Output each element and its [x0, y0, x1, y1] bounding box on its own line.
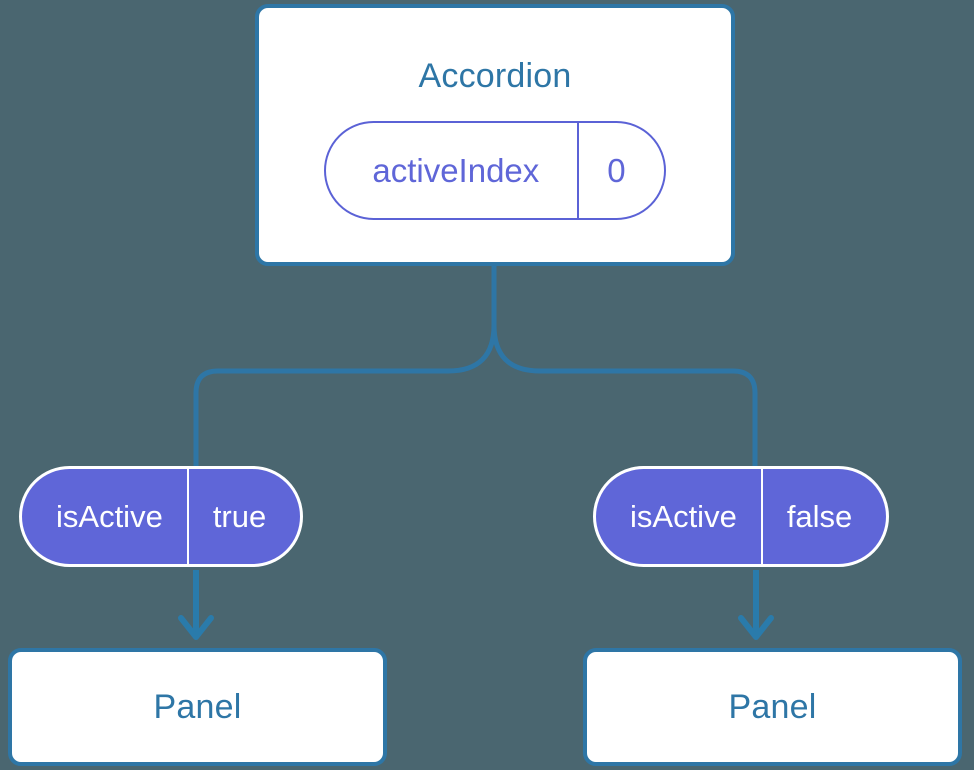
- state-pill-active-index[interactable]: activeIndex 0: [324, 121, 666, 220]
- state-pill-key: activeIndex: [326, 123, 580, 218]
- component-title: Accordion: [418, 57, 572, 95]
- prop-pill-value: false: [786, 499, 853, 534]
- component-node-panel-right[interactable]: Panel: [583, 648, 962, 766]
- branch-connector-path: [193, 263, 497, 469]
- prop-pill-value: true: [212, 499, 267, 534]
- branch-connector-path-right: [491, 263, 758, 469]
- prop-pill-is-active-false[interactable]: isActive false: [593, 466, 890, 567]
- component-title: Panel: [153, 688, 242, 726]
- component-node-panel-left[interactable]: Panel: [8, 648, 387, 766]
- component-node-accordion[interactable]: Accordion activeIndex 0: [255, 4, 735, 266]
- prop-pill-is-active-true[interactable]: isActive true: [19, 466, 304, 567]
- arrow-down-right: [738, 570, 774, 640]
- arrow-down-left: [178, 570, 214, 640]
- state-pill-value: 0: [607, 152, 626, 189]
- prop-pill-key: isActive: [596, 469, 763, 564]
- component-title: Panel: [728, 688, 817, 726]
- prop-pill-key: isActive: [22, 469, 189, 564]
